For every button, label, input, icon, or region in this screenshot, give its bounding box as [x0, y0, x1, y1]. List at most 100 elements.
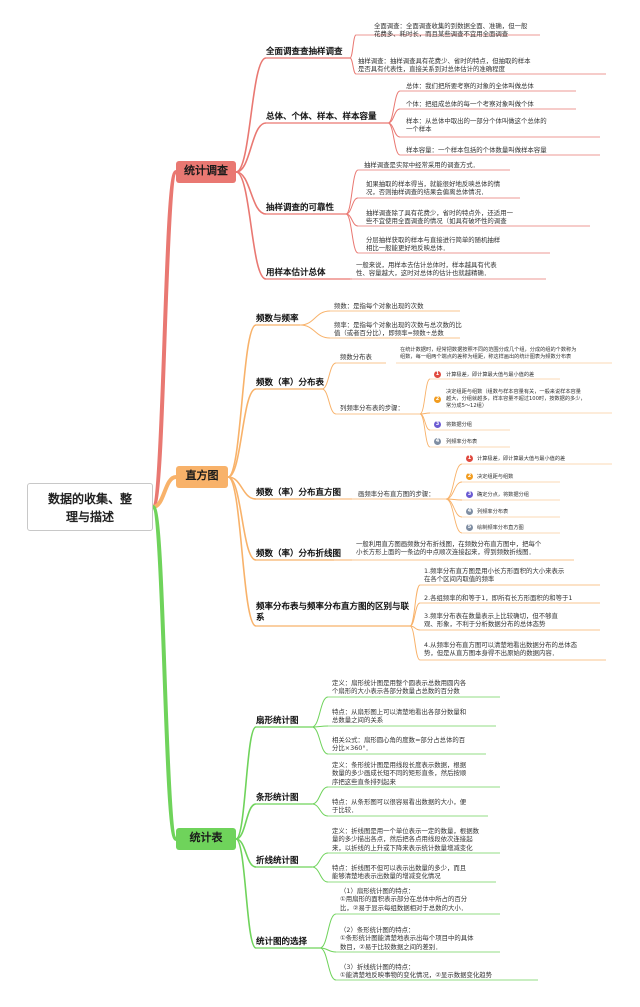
connector-curve	[299, 324, 331, 339]
stat-topic-bar: 条形统计图	[256, 793, 299, 803]
hist-difference-text-1: 1.频率分布直方图是用小长方形面积的大小来表示 在各个区间内取值的频率	[424, 567, 565, 584]
hist-difference-text-4: 4.从频率分布直方图可以清楚地看出数据分布的总体态 势，但是从直方图本身得不出原…	[424, 641, 578, 658]
hist-step-2-text: 决定组距与组数	[477, 474, 514, 480]
connector-curve	[311, 866, 329, 883]
hist-step-1-text: 计算极差，即计算最大值与最小值的差	[477, 456, 566, 462]
survey-reliability-text-1: 抽样调查是实际中经常采用的调查方式．	[364, 161, 480, 169]
connector-curve	[235, 803, 257, 840]
table-step-3-badge: 3	[434, 421, 441, 428]
connector-curve	[235, 726, 257, 840]
connector-curve	[387, 90, 401, 124]
stat-choice-line-text: （3）折线统计图的特点： ①能清楚地反映事物的变化情况，②显示数据变化趋势	[340, 963, 493, 980]
survey-reliability-text-3: 抽样调查除了具有花费少，省时的特点外，还适用一 些不宜使用全面调查的情况（如具有…	[366, 209, 513, 226]
connector-curve	[349, 57, 357, 75]
hist-topic-polyline: 频数（率）分布折线图	[256, 549, 342, 559]
stat-line-definition-text: 定义：折线图是用一个单位表示一定的数量，根据数 量的多少描出各点，然后把各点用线…	[332, 827, 479, 852]
stat-bar-definition-text: 定义：条形统计图是用线段长度表示数据，根据 数量的多少画成长短不同的矩形直条，然…	[332, 761, 467, 786]
connector-curve	[419, 413, 431, 431]
table-step-3-text: 将数据分组	[446, 422, 472, 428]
connector-curve	[409, 625, 421, 661]
survey-topic-full-vs-sample: 全面调查查抽样调查	[266, 47, 343, 57]
hist-topic-table: 频数（率）分布表	[256, 378, 325, 388]
stat-topic-choice: 统计图的选择	[256, 937, 308, 947]
connector-curve	[235, 838, 257, 949]
hist-difference-text-3: 3.频率分布表在数量表示上比较确切，但不够直 观、形象，不利于分析数据分布的总体…	[424, 612, 558, 629]
hist-polyline-text: 一般利用直方图画频数分布折线图，在频数分布直方图中，把每个 小长方形上面的一条边…	[356, 540, 542, 557]
connector-curve	[311, 803, 329, 817]
connector-curve	[345, 169, 359, 215]
table-step-4-badge: 4	[434, 438, 441, 445]
connector-curve	[227, 324, 257, 478]
stat-line-feature-text: 特点：折线图不但可以表示出数量的多少，而且 能够清楚地表示出数量的增减变化情况	[332, 864, 467, 881]
hist-step-5-text: 绘制频率分布直方图	[477, 525, 524, 531]
hist-table-steps-label: 列频率分布表的步骤：	[340, 404, 404, 412]
connector-curve	[319, 913, 337, 949]
hist-topic-histogram: 频数（率）分布直方图	[256, 488, 342, 498]
connector-curve	[345, 197, 359, 215]
survey-topic-population-sample: 总体、个体、样本、样本容量	[266, 112, 377, 122]
table-step-4-text: 列频率分布表	[446, 439, 478, 445]
stat-pie-definition-text: 定义：扇形统计图是用整个圆表示总数用圆内各 个扇形的大小表示各部分数量占总数的百…	[332, 679, 467, 696]
table-step-2-badge: 2	[434, 396, 441, 403]
table-step-1-text: 计算极差，即计算最大值与最小值的差	[446, 372, 535, 378]
survey-estimate-text: 一般来说，用样本去估计总体时，样本越具有代表 性、容量越大，这时对总体的估计也就…	[356, 261, 497, 278]
connector-curve	[311, 852, 329, 868]
hist-step-3-badge: 3	[466, 491, 473, 498]
stat-bar-feature-text: 特点：从条形图可以很容易看出数据的大小，便 于比较．	[332, 798, 467, 815]
connector-curve	[227, 476, 257, 561]
connector-curve	[311, 786, 329, 805]
branch-survey: 统计调查	[176, 161, 236, 183]
connector-curve	[419, 378, 431, 415]
stat-pie-formula-text: 相关公式：扇形圆心角的度数=部分占总体的百 分比×360°．	[332, 736, 466, 753]
connector-curve	[311, 726, 329, 755]
branch-statistics: 统计表	[176, 828, 236, 850]
connector-curve	[299, 310, 331, 326]
hist-frequency-rate-text: 频率：是指每个对象出现的次数与总次数的比 值（或者百分比），即频率=频数÷总数	[334, 321, 462, 338]
hist-step-1-badge: 1	[466, 455, 473, 462]
hist-step-4-badge: 4	[466, 508, 473, 515]
connector-curve	[387, 122, 401, 156]
survey-population-text: 总体：我们把所要考察的对象的全体叫做总体	[406, 82, 534, 90]
table-step-1-badge: 1	[434, 371, 441, 378]
table-step-2-text: 决定组距与组数（组数与样本容量有关，一般来说样本容量 越大，分组就越多，样本容量…	[446, 389, 586, 409]
connector-curve	[445, 481, 463, 500]
connector-curve	[321, 362, 337, 390]
connector-curve	[349, 34, 357, 59]
hist-table-label: 频数分布表	[340, 353, 372, 361]
survey-full-survey-text: 全面调查：全面调查收集的到数据全面、准确，但一般 花费多、耗时长，而且某些调查不…	[374, 22, 528, 39]
survey-sample-text: 样本：从总体中取出的一部分个体叫做这个总体的 一个样本	[406, 117, 547, 134]
hist-table-desc: 在统计数据时，经常把数据按照不同的范围分成几个组，分成的组的个数称为 组数，每一…	[400, 347, 577, 360]
connector-curve	[151, 170, 178, 509]
connector-curve	[409, 602, 421, 627]
connector-curve	[152, 475, 177, 509]
connector-curve	[387, 108, 401, 124]
stat-topic-line: 折线统计图	[256, 856, 299, 866]
stat-pie-feature-text: 特点：从扇形图上可以清楚地看出各部分数量和 总数量之间的关系	[332, 708, 467, 725]
survey-sample-survey-text: 抽样调查：抽样调查具有花费少、省时的特点，但抽取的样本 是否具有代表性，直接关系…	[358, 57, 531, 74]
connector-curve	[311, 696, 329, 728]
connector-curve	[445, 463, 463, 500]
connector-curve	[235, 171, 267, 280]
hist-topic-difference: 频率分布表与频率分布直方图的区别与联 系	[256, 602, 410, 623]
hist-step-3-text: 确定分点，将数据分组	[477, 492, 529, 498]
hist-frequency-count-text: 频数：是指每个对象出现的次数	[334, 302, 424, 310]
connector-curve	[235, 57, 267, 173]
hist-topic-frequency: 频数与频率	[256, 314, 299, 324]
stat-topic-pie: 扇形统计图	[256, 716, 299, 726]
connector-curve	[227, 388, 257, 478]
connector-curve	[409, 584, 421, 627]
survey-topic-estimate: 用样本估计总体	[266, 268, 326, 278]
connector-curve	[151, 505, 178, 841]
connector-curve	[419, 413, 431, 448]
branch-histogram: 直方图	[176, 466, 228, 488]
connector-curve	[345, 213, 359, 254]
connector-curve	[235, 122, 267, 173]
hist-histogram-steps-label: 画频率分布直方图的步骤：	[358, 490, 435, 498]
hist-step-2-badge: 2	[466, 473, 473, 480]
connector-curve	[235, 171, 267, 215]
survey-sample-size-text: 样本容量：一个样本包括的个体数量叫做样本容量	[406, 146, 547, 154]
survey-topic-reliability: 抽样调查的可靠性	[266, 203, 335, 213]
stat-choice-pie-text: （1）扇形统计图的特点： ①用扇形的面积表示部分在总体中所占的百分 比，②易于显…	[340, 887, 468, 912]
connector-curve	[445, 498, 463, 534]
